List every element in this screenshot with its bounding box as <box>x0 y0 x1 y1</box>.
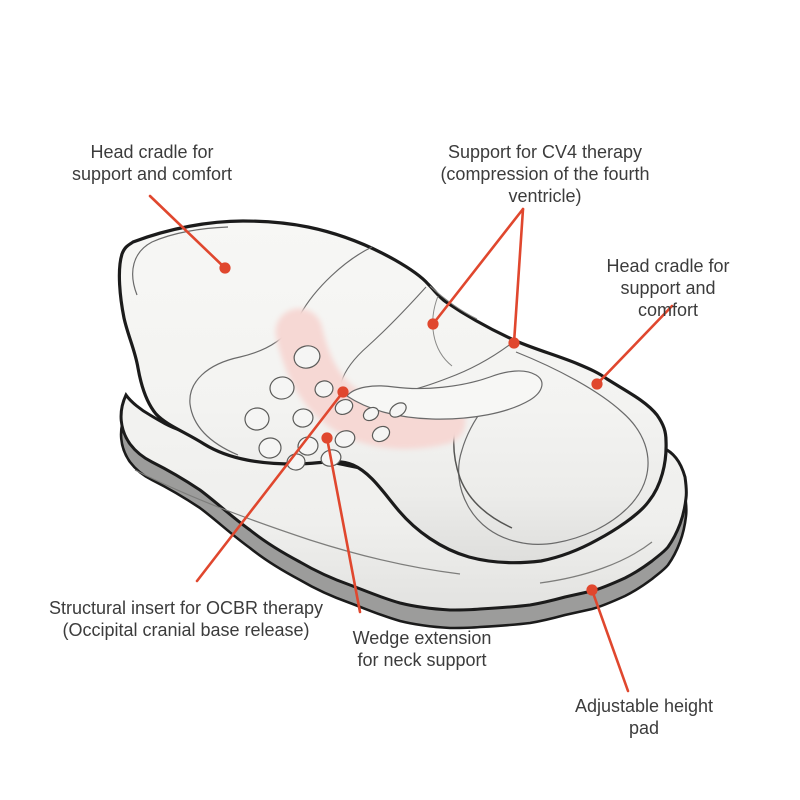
callout-cv4-support: Support for CV4 therapy (compression of … <box>440 142 650 206</box>
contour-valley-left <box>339 286 427 389</box>
dimple <box>334 430 356 448</box>
leader-dot <box>427 318 439 330</box>
pad-contour-left <box>134 469 461 575</box>
leader-dot <box>219 262 231 274</box>
callout-ocbr-insert: Structural insert for OCBR therapy (Occi… <box>48 598 324 640</box>
leader-ocbr <box>195 390 345 583</box>
callout-head-cradle-right: Head cradle for support and comfort <box>606 256 730 320</box>
dimples <box>244 345 407 471</box>
dimple <box>314 380 334 398</box>
contour-right-lobe <box>458 351 649 545</box>
leader-cv4-a <box>431 207 525 326</box>
leader-height-pad <box>590 588 630 693</box>
dimple <box>292 408 314 428</box>
leader-dot <box>586 584 598 596</box>
leader-dot <box>508 337 520 349</box>
callout-height-pad: Adjustable height pad <box>574 696 714 738</box>
leader-dot <box>321 432 333 444</box>
leader-dot <box>591 378 603 390</box>
leader-head-cradle-right <box>595 304 674 386</box>
leader-dot <box>337 386 349 398</box>
dimple <box>371 425 391 443</box>
leader-lines <box>148 194 674 693</box>
dimple <box>269 376 295 400</box>
contour-left-corner <box>132 226 229 296</box>
contour-left-cradle <box>189 246 373 456</box>
pad-contour-right <box>539 541 653 584</box>
dimple <box>258 437 282 459</box>
dimple <box>244 407 270 431</box>
dimple <box>293 345 321 369</box>
contour-valley-floor <box>432 295 453 367</box>
dimple <box>389 402 407 418</box>
dimple <box>334 399 354 415</box>
callout-head-cradle-left: Head cradle for support and comfort <box>71 142 233 184</box>
leader-wedge <box>325 436 362 614</box>
top-pillow <box>117 219 668 565</box>
leader-head-cradle-left <box>148 194 227 270</box>
dimple <box>362 406 380 422</box>
leader-cv4-b <box>512 207 525 345</box>
callout-wedge-extension: Wedge extension for neck support <box>352 628 492 670</box>
